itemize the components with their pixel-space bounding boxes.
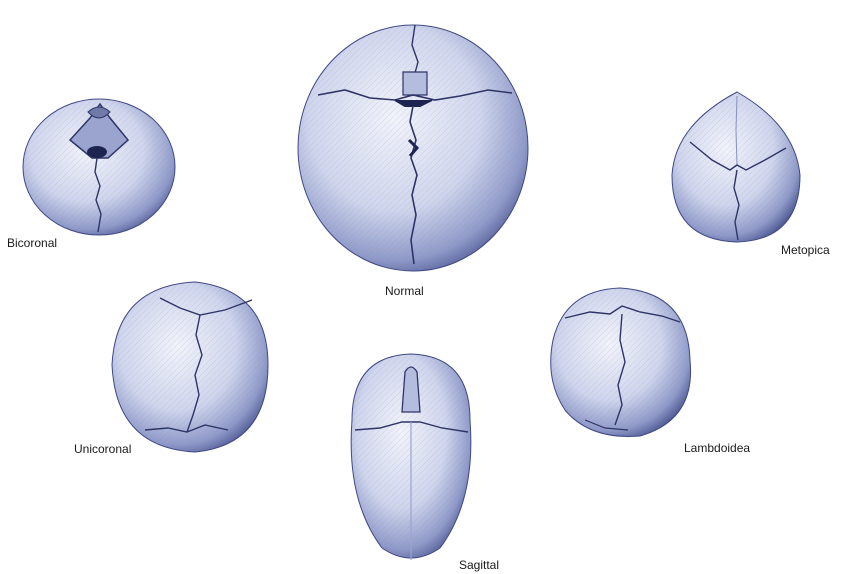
label-sagittal: Sagittal [459,558,499,572]
label-unicoronal: Unicoronal [74,442,131,456]
skull-normal [298,25,528,271]
label-metopica: Metopica [781,243,830,257]
suture-sagittal-fontanelle [402,367,420,412]
skull-lambdoidea [551,288,691,436]
label-lambdoidea: Lambdoidea [684,441,750,455]
skull-unicoronal [112,282,268,452]
skull-sagittal [351,354,471,560]
skull-bicoronal [23,99,175,235]
label-normal: Normal [385,284,424,298]
skull-metopica [672,92,800,242]
label-bicoronal: Bicoronal [7,236,57,250]
